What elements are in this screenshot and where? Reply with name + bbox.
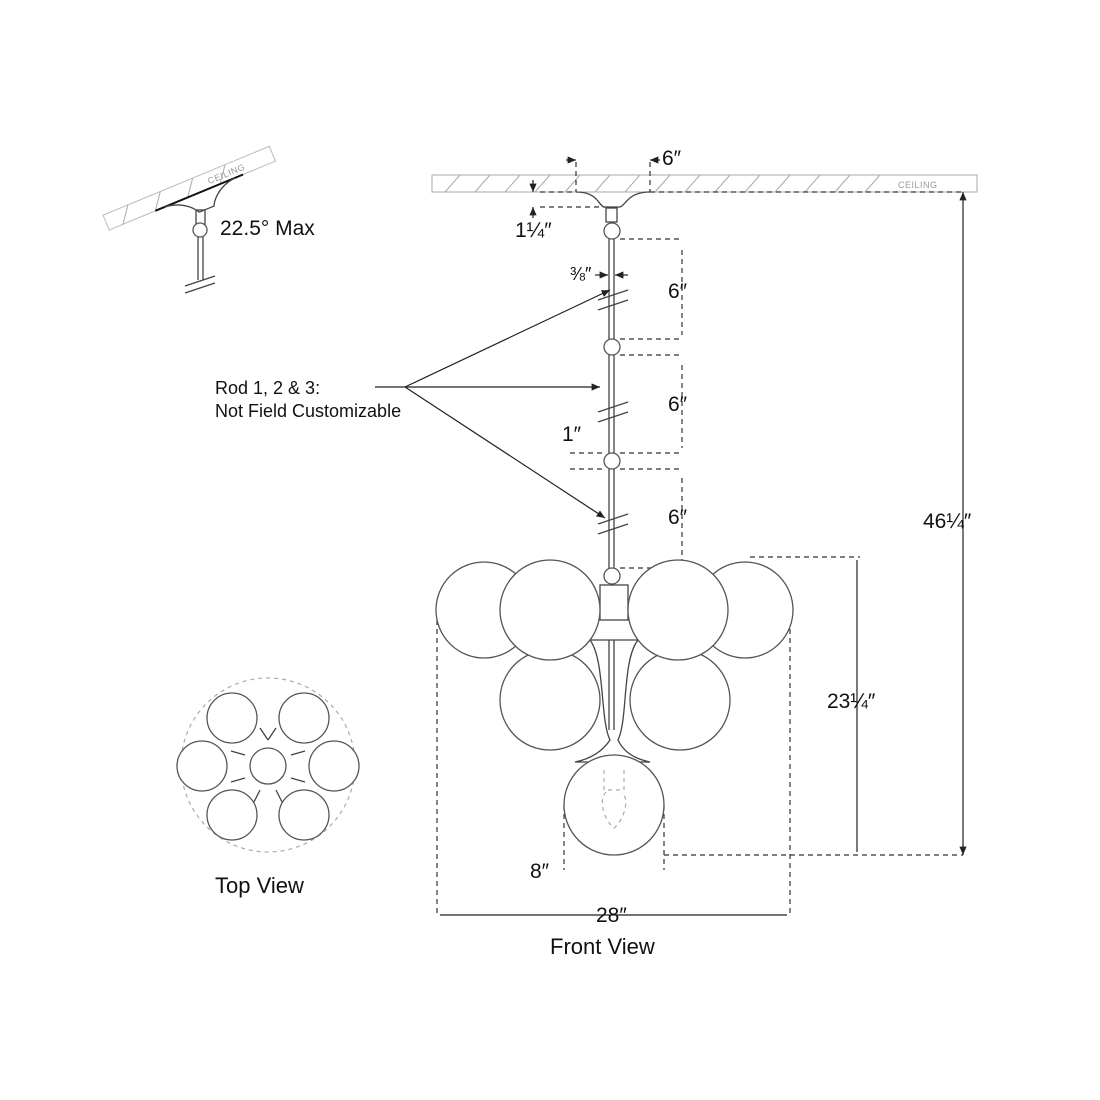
canopy-height-label: 1¼″ (515, 219, 552, 242)
rod-2-length-label: 6″ (668, 393, 688, 416)
top-view-title: Top View (215, 873, 304, 898)
globe-diameter-label: 8″ (530, 860, 550, 883)
canopy-width-label: 6″ (662, 147, 682, 170)
rod-diameter-label: ⅜″ (570, 264, 592, 284)
rod-note-leaders (375, 289, 611, 519)
ceiling-label: CEILING (898, 180, 938, 190)
chandelier-globes (435, 559, 794, 856)
dimension-lines (436, 156, 967, 916)
fixture-height-label: 23¼″ (827, 690, 876, 713)
ceiling: CEILING (431, 174, 978, 193)
rod-note-line2: Not Field Customizable (215, 401, 401, 421)
canopy-and-rods (575, 191, 651, 585)
rod-3-length-label: 6″ (668, 506, 688, 529)
sloped-ceiling-detail: CEILING 22.5° Max (102, 145, 315, 294)
overall-width-label: 28″ (596, 904, 627, 927)
top-view-drawing (176, 677, 360, 853)
rod-1-length-label: 6″ (668, 280, 688, 303)
rod-note-line1: Rod 1, 2 & 3: (215, 378, 320, 398)
front-view-title: Front View (550, 934, 655, 959)
connector-height-label: 1″ (562, 423, 582, 446)
max-angle-label: 22.5° Max (220, 217, 315, 240)
overall-height-label: 46¼″ (923, 510, 972, 533)
